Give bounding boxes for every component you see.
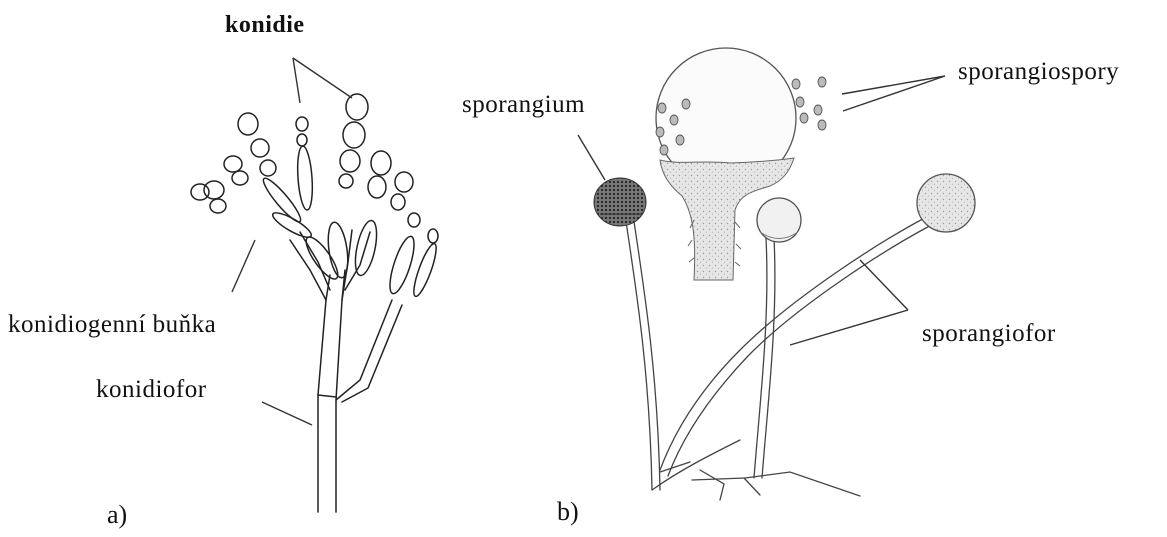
label-konidiofor: konidiofor [96,376,207,404]
panel-label-a: a) [107,500,127,530]
conidiophore-drawing [191,94,440,512]
panel-label-b: b) [557,497,579,527]
label-sporangium: sporangium [462,91,585,119]
label-sporangiofor: sporangiofor [922,320,1056,348]
sporangiophore-drawing [625,210,945,500]
label-konidiogenni-bunka: konidiogenní buňka [8,311,216,339]
sporangium-detail [650,48,800,282]
label-konidie: konidie [225,12,305,39]
label-sporangiospory: sporangiospory [958,58,1119,86]
